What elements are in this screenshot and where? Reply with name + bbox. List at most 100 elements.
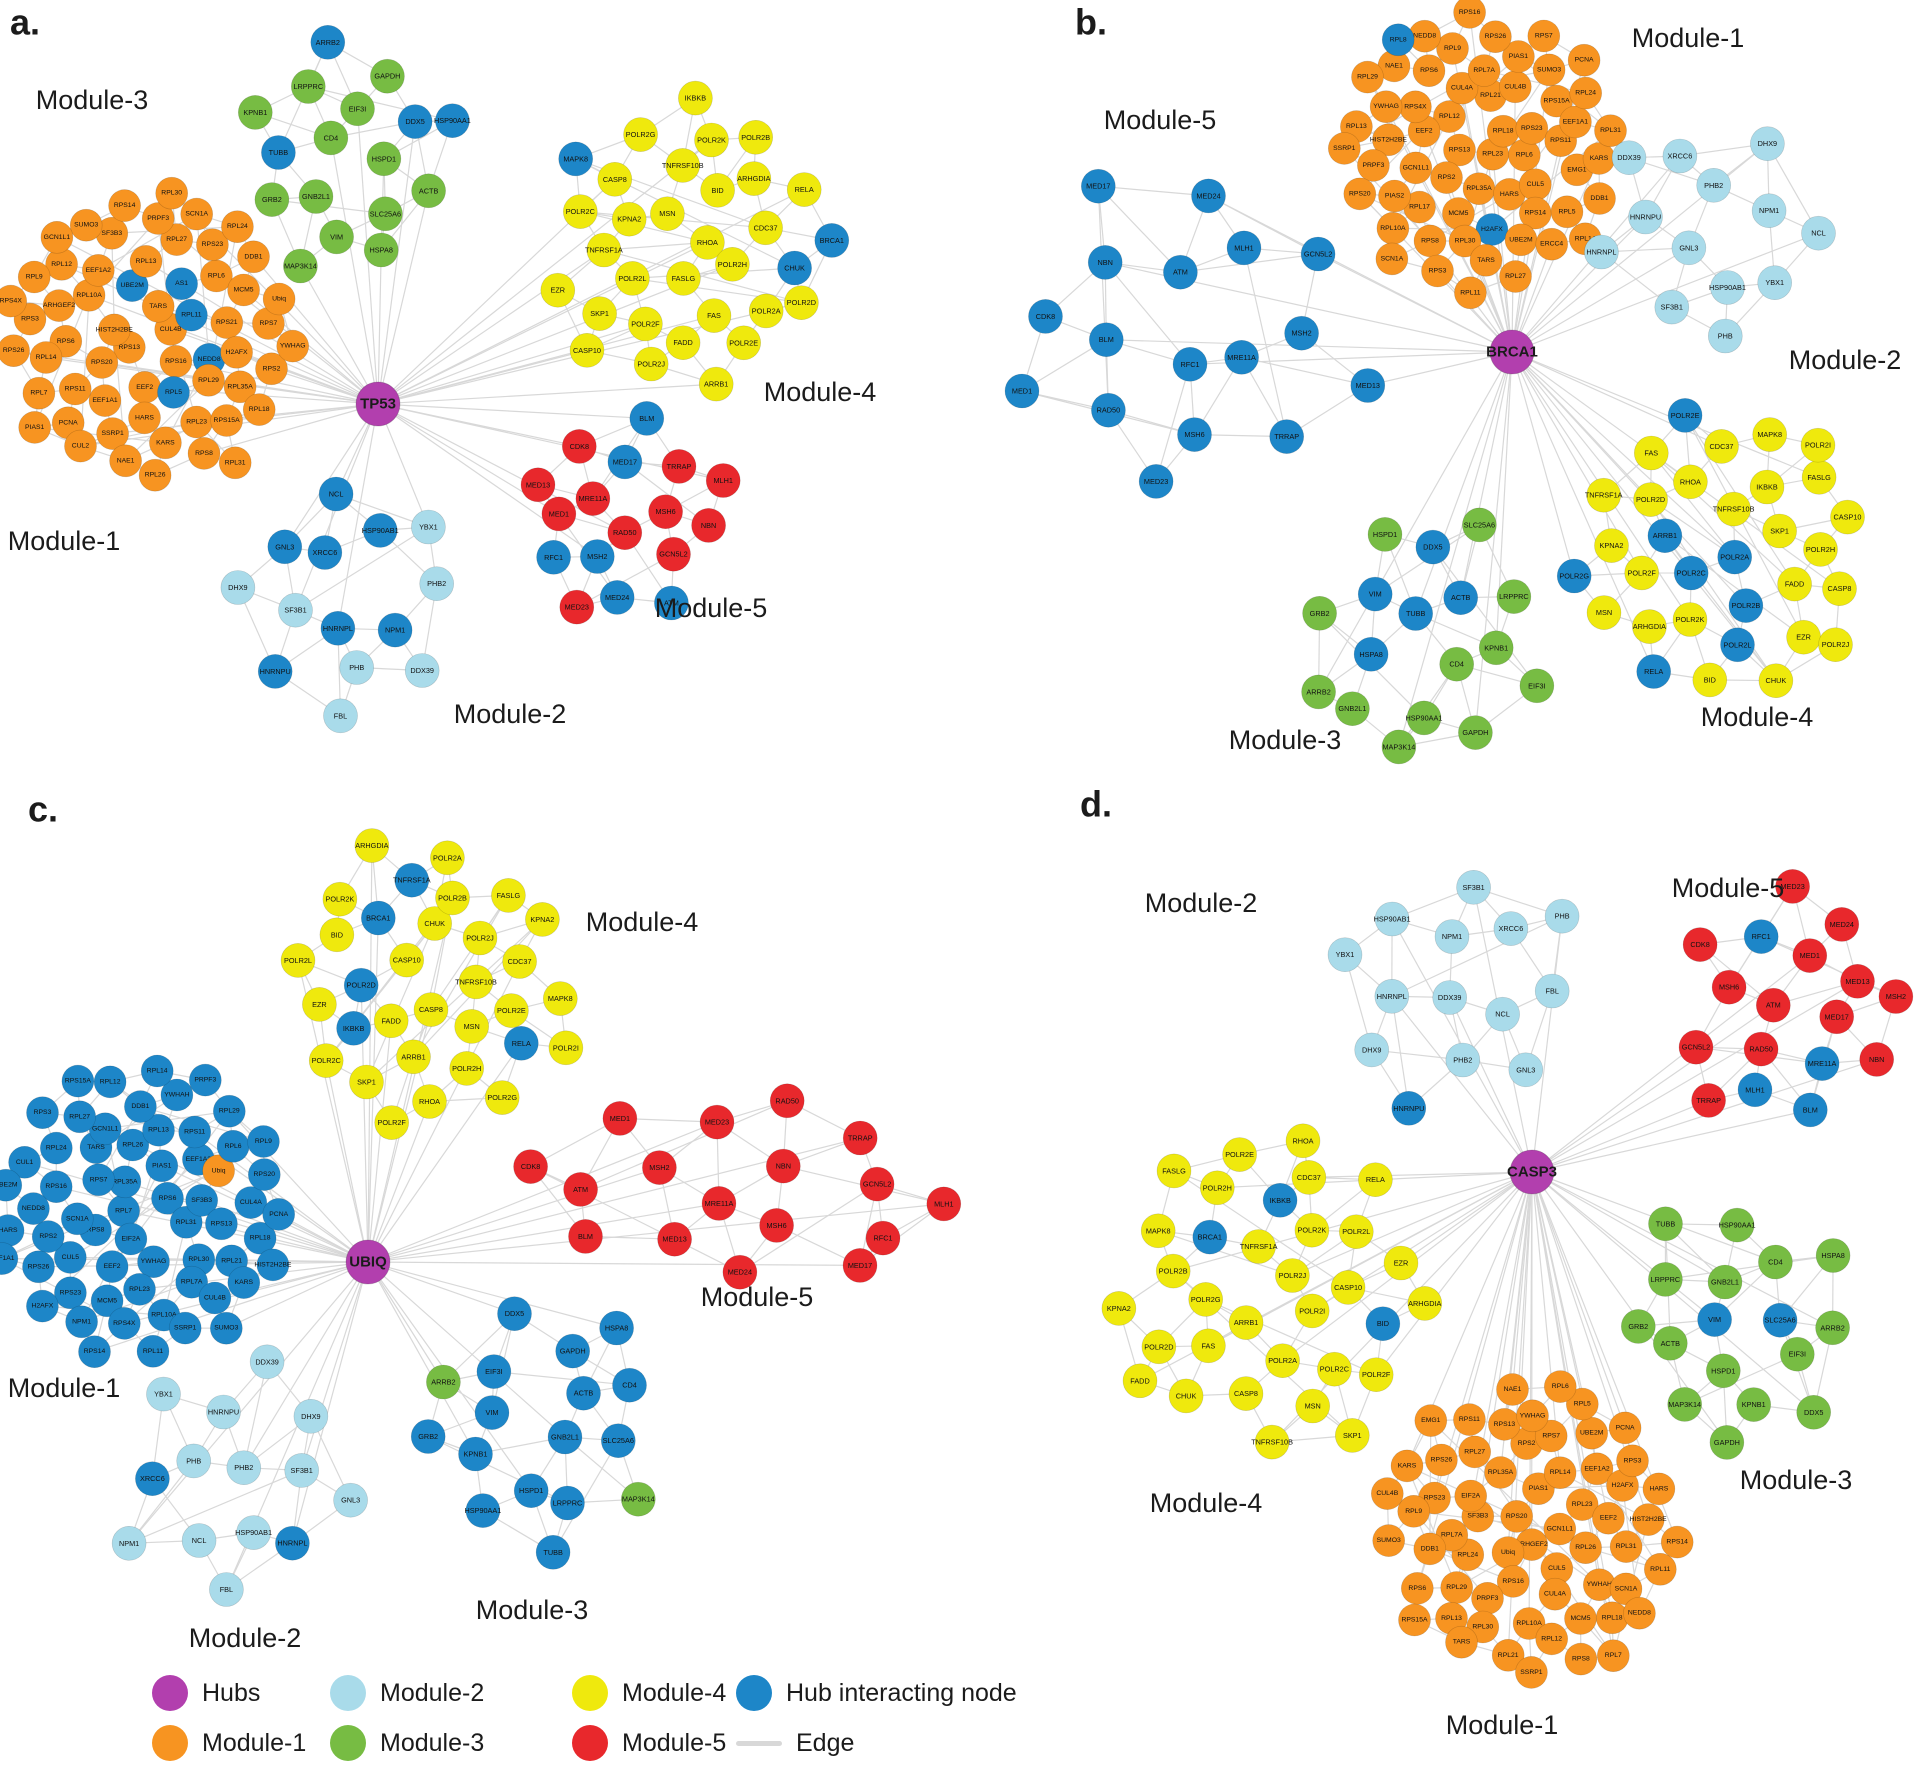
node-label: MLH1: [934, 1199, 953, 1208]
node-label: RPL31: [225, 459, 246, 466]
node-label: TARS: [1477, 257, 1495, 264]
node-POLR2B: [1155, 1253, 1191, 1289]
legend-label-module2: Module-2: [380, 1678, 485, 1707]
node-CHUK: [417, 906, 453, 941]
node-label: RPS16: [165, 358, 187, 365]
node-HSP90AB1: [1374, 901, 1410, 937]
node-ACTB: [566, 1375, 601, 1411]
node-SKP1: [1335, 1418, 1370, 1453]
node-label: SLC25A6: [603, 1436, 634, 1445]
node-POLR2I: [1800, 427, 1836, 463]
node-label: POLR2G: [1191, 1295, 1221, 1304]
node-label: GNL3: [1679, 243, 1698, 252]
node-label: CUL5: [1527, 181, 1545, 188]
node-label: MED24: [1196, 191, 1220, 200]
node-TNFRSF10B: [458, 964, 494, 1000]
node-label: HSP90AA1: [1406, 713, 1443, 722]
node-label: SKP1: [357, 1078, 376, 1087]
node-RFC1: [536, 539, 571, 575]
node-label: RELA: [795, 185, 814, 194]
node-label: RPL13: [1346, 123, 1367, 130]
node-SLC25A6: [1462, 507, 1497, 543]
node-label: POLR2C: [1320, 1365, 1349, 1374]
node-label: POLR2A: [433, 853, 462, 862]
node-label: GAPDH: [374, 72, 400, 81]
module-label: Module-1: [8, 1373, 121, 1403]
node-label: CUL4B: [1376, 1490, 1398, 1497]
module-label: Module-5: [1104, 105, 1217, 135]
node-RFC1: [1172, 346, 1208, 382]
node-YWHAG: [1369, 90, 1403, 123]
node-RPL11: [1454, 276, 1487, 310]
node-MRE11A: [1224, 339, 1259, 375]
node-label: MLH1: [713, 476, 732, 485]
node-label: CASP8: [1234, 1389, 1258, 1398]
node-RELA: [786, 172, 822, 207]
node-RPS20: [85, 346, 119, 379]
node-FASLG: [666, 261, 701, 296]
node-label: ARHGEF2: [1516, 1541, 1548, 1548]
node-label: MED23: [1144, 477, 1168, 486]
node-BID: [1365, 1306, 1401, 1341]
node-label: GCN1L1: [44, 234, 71, 241]
node-RPS3: [26, 1096, 59, 1129]
node-label: TNFRSF10B: [1713, 505, 1755, 514]
node-TNFRSF1A: [586, 232, 622, 268]
node-RPL18: [242, 393, 276, 426]
node-POLR2J: [1275, 1258, 1310, 1293]
node-SLC25A6: [600, 1423, 636, 1458]
node-label: MCM5: [234, 287, 254, 294]
node-ARRB1: [698, 366, 734, 402]
node-label: HSPA8: [1359, 650, 1382, 659]
node-label: POLR2C: [566, 207, 595, 216]
node-ARRB2: [1301, 674, 1336, 710]
module-label: Module-3: [1229, 725, 1342, 755]
node-label: CASP10: [573, 346, 601, 355]
node-POLR2L: [1720, 627, 1755, 663]
edge: [377, 403, 598, 557]
edge: [125, 379, 209, 462]
node-RPL31: [218, 446, 252, 480]
edge: [632, 267, 795, 279]
edge: [203, 403, 379, 454]
node-label: GNB2L1: [1338, 704, 1366, 713]
node-label: PRPF3: [1362, 162, 1384, 169]
node-label: RPL27: [1505, 273, 1526, 280]
node-label: ERCC4: [1540, 241, 1563, 248]
node-POLR2C: [562, 194, 598, 229]
node-KPNA2: [1101, 1291, 1137, 1326]
node-label: SUMO3: [74, 222, 98, 229]
node-label: HARS: [1500, 191, 1519, 198]
node-RPS14: [1660, 1525, 1694, 1559]
node-label: RPS7: [1535, 33, 1553, 40]
edge: [1208, 195, 1319, 255]
node-label: NPM1: [72, 1318, 91, 1325]
node-label: CD4: [1449, 660, 1464, 669]
node-RPL31: [1609, 1530, 1643, 1563]
node-EIF3I: [1780, 1336, 1815, 1372]
edge: [1511, 351, 1820, 478]
node-label: TRRAP: [848, 1134, 873, 1143]
node-KARS: [1390, 1449, 1424, 1483]
node-NPM1: [65, 1305, 98, 1339]
node-label: ARHGEF2: [43, 302, 75, 309]
edge: [367, 1261, 477, 1455]
node-label: RPS20: [91, 359, 113, 366]
node-label: SF3B1: [1462, 883, 1484, 892]
module-label: Module-5: [1672, 873, 1785, 903]
node-MSN: [1586, 595, 1622, 630]
node-POLR2H: [715, 246, 750, 282]
node-TNFRSF10B: [1716, 491, 1751, 527]
node-label: POLR2H: [718, 260, 747, 269]
node-label: RPL35A: [227, 383, 253, 390]
node-RPS2: [31, 1220, 65, 1253]
node-CDC37: [1704, 429, 1739, 464]
node-RPS3: [1421, 254, 1454, 288]
node-EIF3I: [1519, 668, 1555, 704]
node-label: KPNA2: [1600, 541, 1624, 550]
node-RPS20: [247, 1158, 281, 1191]
node-YWHAG: [276, 329, 310, 363]
node-PHB: [1544, 898, 1580, 934]
node-label: ARRB2: [316, 38, 340, 47]
node-CDC37: [1291, 1160, 1327, 1195]
